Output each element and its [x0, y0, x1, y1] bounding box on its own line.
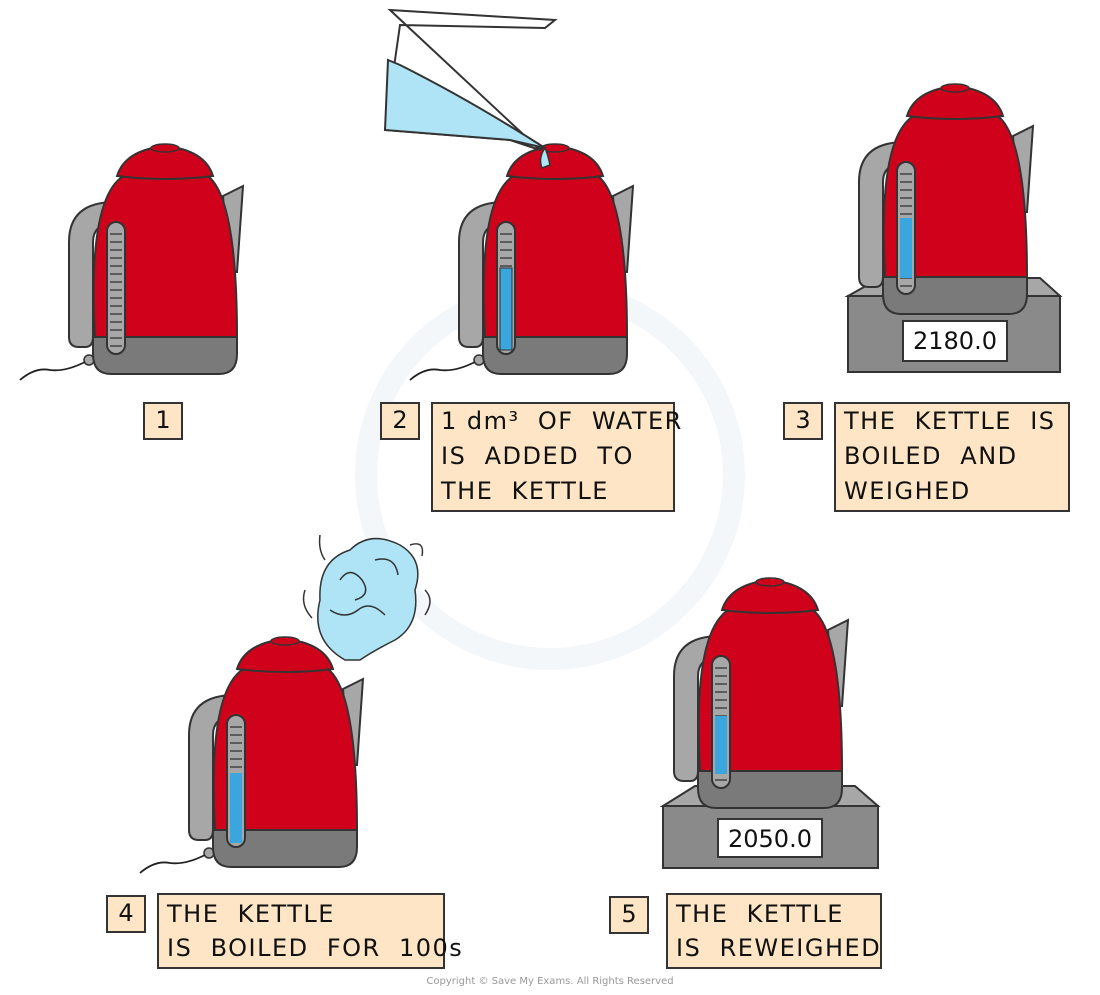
step-3-caption-line-3: WEIGHED — [844, 477, 971, 505]
scale-readout-5: 2050.0 — [717, 818, 823, 858]
step-5-number: 5 — [609, 896, 649, 934]
step-3-number: 3 — [783, 402, 823, 440]
step-2-caption-line-2: IS ADDED TO — [441, 442, 634, 470]
measuring-jug — [383, 8, 558, 169]
copyright-footer: Copyright © Save My Exams. All Rights Re… — [426, 976, 674, 987]
step-4-caption-line-2: IS BOILED FOR 100s — [167, 934, 464, 962]
step-4-caption-line-1: THE KETTLE — [167, 900, 335, 928]
kettle-5 — [673, 577, 849, 809]
step-4-caption-box: THE KETTLE IS BOILED FOR 100s — [157, 893, 462, 969]
step-2-number: 2 — [380, 402, 420, 440]
kettle-1 — [19, 143, 244, 381]
step-5-caption-line-2: IS REWEIGHED — [676, 934, 882, 962]
step-3-caption-line-1: THE KETTLE IS — [844, 407, 1056, 435]
step-2-caption-line-3: THE KETTLE — [441, 477, 609, 505]
step-5-caption-box: THE KETTLE IS REWEIGHED — [666, 893, 882, 969]
kettle-3 — [858, 83, 1034, 315]
step-1-number: 1 — [143, 402, 183, 440]
step-2-caption-box: 1 dm³ OF WATER IS ADDED TO THE KETTLE — [431, 402, 681, 512]
kettle-4 — [139, 636, 364, 874]
scale-readout-3: 2180.0 — [902, 320, 1008, 362]
kettle-2 — [409, 143, 634, 381]
step-3-caption-box: THE KETTLE IS BOILED AND WEIGHED — [834, 402, 1070, 512]
step-3-caption-line-2: BOILED AND — [844, 442, 1018, 470]
steam-cloud — [302, 534, 431, 661]
step-2-caption-line-1: 1 dm³ OF WATER — [441, 407, 683, 435]
step-5-caption-line-1: THE KETTLE — [676, 900, 844, 928]
step-4-number: 4 — [106, 895, 146, 933]
